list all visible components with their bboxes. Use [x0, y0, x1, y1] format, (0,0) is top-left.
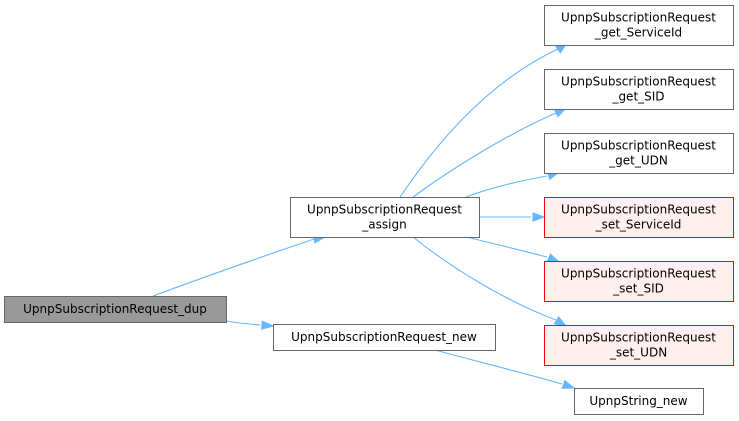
node-box	[4, 296, 227, 323]
node-get-sid[interactable]: UpnpSubscriptionRequest_get_SID	[544, 69, 734, 110]
edge-arrowhead	[261, 320, 275, 330]
node-label-line: UpnpSubscriptionRequest	[561, 331, 716, 345]
node-label-line: _assign	[361, 218, 406, 232]
edge-arrowhead	[532, 212, 546, 222]
node-label-line: UpnpSubscriptionRequest_new	[291, 330, 477, 344]
node-label-line: UpnpSubscriptionRequest	[561, 75, 716, 89]
node-get-serviceid[interactable]: UpnpSubscriptionRequest_get_ServiceId	[544, 5, 734, 46]
node-box	[290, 197, 480, 238]
node-box	[574, 388, 704, 415]
edge-assign-to-set_sid	[465, 236, 561, 263]
node-label-line: UpnpSubscriptionRequest	[561, 11, 716, 25]
edge-assign-to-get_udn	[465, 171, 561, 198]
node-box	[273, 324, 496, 351]
node-box	[544, 5, 734, 46]
edge-dup-to-assign	[152, 234, 327, 297]
edge-line	[465, 236, 548, 258]
nodes-layer: UpnpSubscriptionRequest_dupUpnpSubscript…	[4, 5, 734, 415]
node-label-line: UpnpSubscriptionRequest	[307, 203, 462, 217]
edge-line	[412, 236, 557, 321]
node-set-serviceid[interactable]: UpnpSubscriptionRequest_set_ServiceId	[544, 197, 734, 238]
node-box	[544, 325, 734, 366]
node-label-line: _set_ServiceId	[595, 218, 682, 232]
node-box	[544, 133, 734, 174]
node-assign[interactable]: UpnpSubscriptionRequest_assign	[290, 197, 480, 238]
edge-assign-to-get_sid	[412, 107, 568, 198]
node-label-line: UpnpSubscriptionRequest_dup	[23, 302, 207, 316]
node-label-line: UpnpSubscriptionRequest	[561, 139, 716, 153]
node-set-udn[interactable]: UpnpSubscriptionRequest_set_UDN	[544, 325, 734, 366]
edge-arrowhead	[561, 379, 576, 389]
node-label-line: UpnpSubscriptionRequest	[561, 203, 716, 217]
edge-line	[225, 320, 261, 326]
edge-dup-to-new	[225, 320, 275, 330]
node-label-line: _set_SID	[612, 282, 664, 296]
edge-assign-to-set_serviceid	[479, 212, 546, 222]
edge-line	[434, 349, 563, 385]
edge-line	[152, 238, 315, 297]
node-label-line: _get_ServiceId	[594, 26, 682, 40]
node-string-new[interactable]: UpnpString_new	[574, 388, 704, 415]
node-box	[544, 197, 734, 238]
node-label-line: _get_UDN	[608, 154, 668, 168]
edge-new-to-string_new	[434, 349, 576, 389]
node-new[interactable]: UpnpSubscriptionRequest_new	[273, 324, 496, 351]
edge-arrowhead	[553, 315, 568, 327]
node-label-line: UpnpString_new	[589, 394, 687, 408]
edge-line	[465, 175, 548, 198]
node-set-sid[interactable]: UpnpSubscriptionRequest_set_SID	[544, 261, 734, 302]
edge-line	[399, 47, 561, 198]
edge-assign-to-set_udn	[412, 236, 568, 327]
node-box	[544, 261, 734, 302]
node-get-udn[interactable]: UpnpSubscriptionRequest_get_UDN	[544, 133, 734, 174]
edge-arrowhead	[546, 253, 561, 263]
node-label-line: _get_SID	[611, 90, 664, 104]
node-box	[544, 69, 734, 110]
node-dup[interactable]: UpnpSubscriptionRequest_dup	[4, 296, 227, 323]
node-label-line: UpnpSubscriptionRequest	[561, 267, 716, 281]
node-label-line: _set_UDN	[609, 346, 667, 360]
edge-line	[412, 112, 557, 198]
